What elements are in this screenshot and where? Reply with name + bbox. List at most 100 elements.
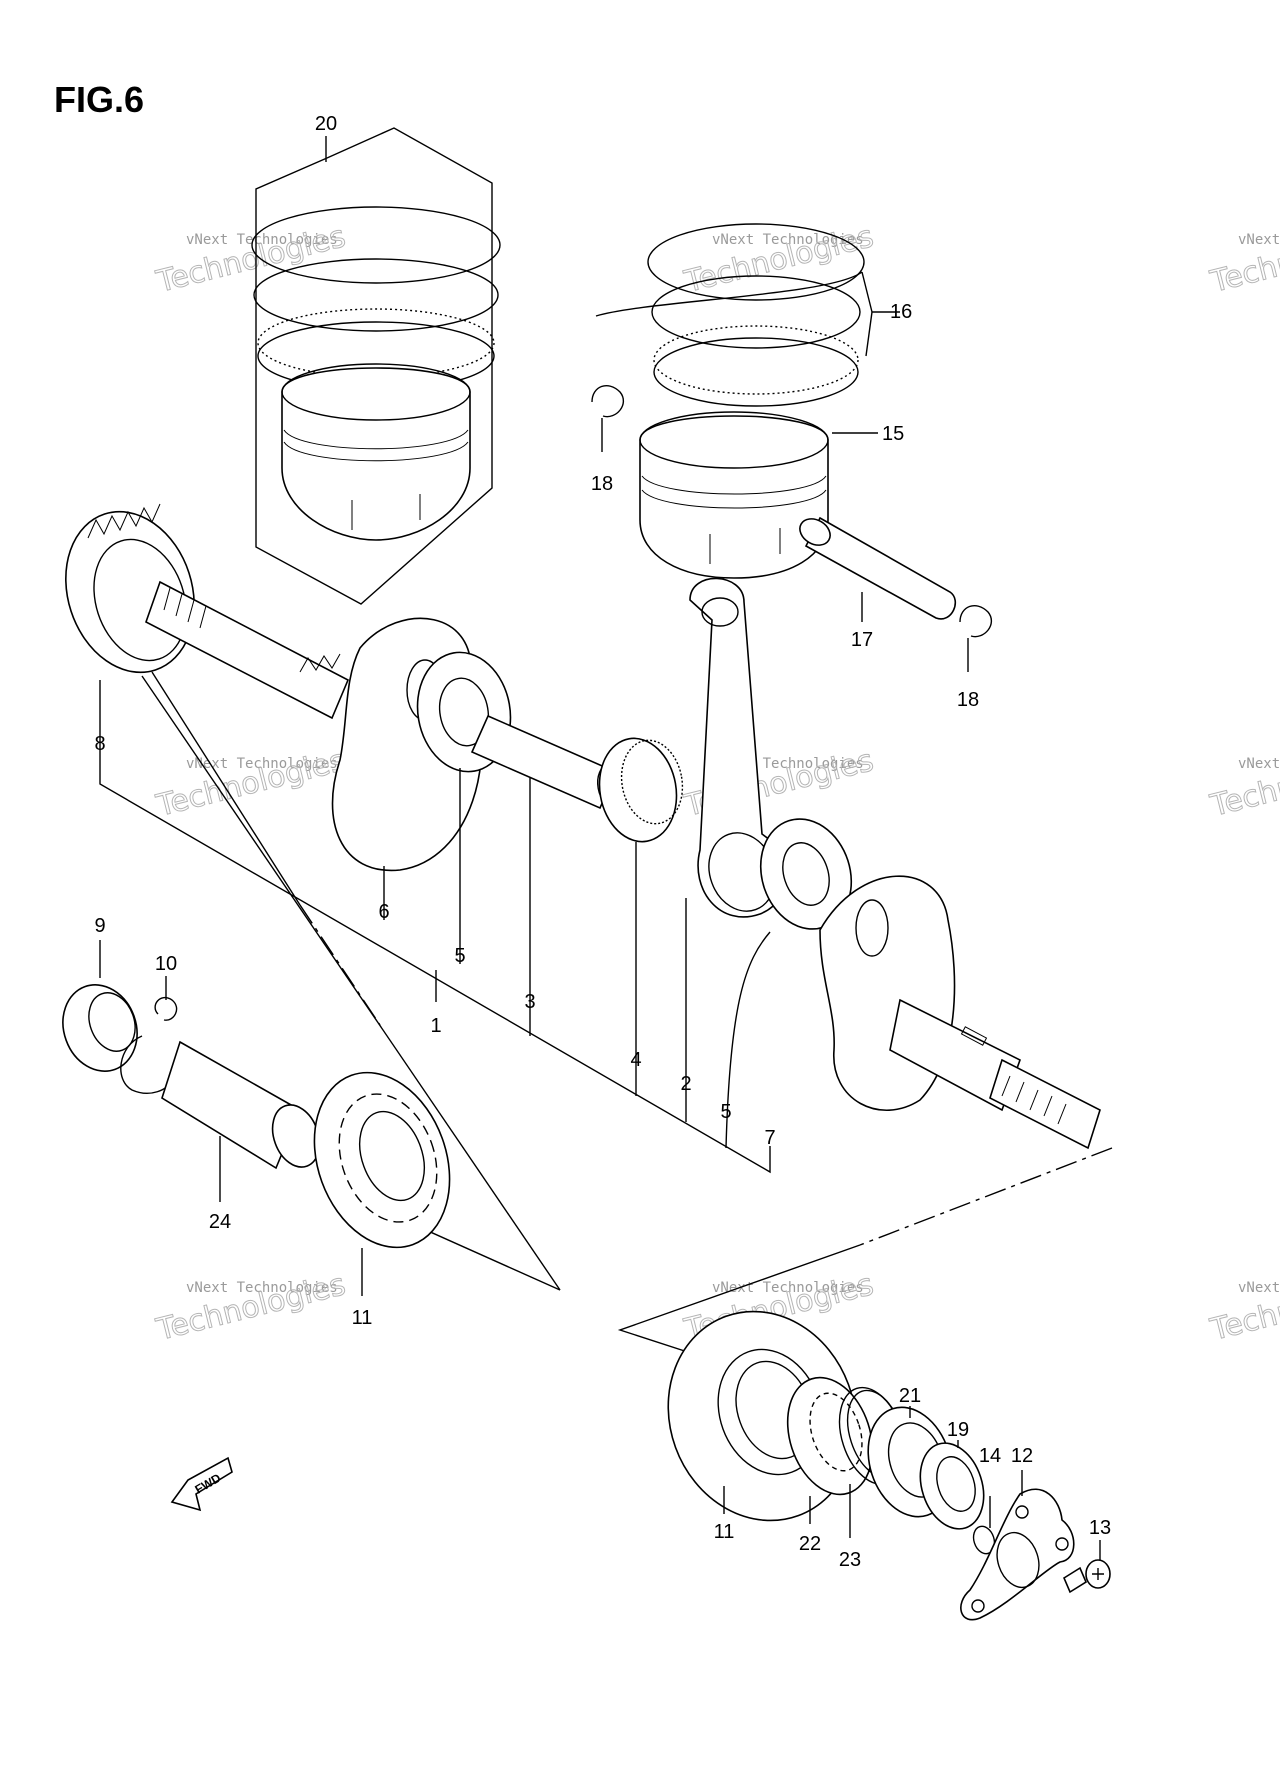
watermark-top-left: vNext Technologies Technologies <box>152 219 349 301</box>
crankshaft-gear-hub <box>93 538 187 662</box>
watermark-small-text: vNext Technologies <box>186 756 338 772</box>
bearing-outer-race <box>62 984 138 1072</box>
piston-crown <box>639 411 829 469</box>
thrust-washer-hole <box>438 677 490 747</box>
part-number-p15: 15 <box>882 423 904 445</box>
crank-web-hole <box>855 899 889 957</box>
piston-crown <box>281 363 471 421</box>
bearing-outer-race <box>313 1071 451 1249</box>
part-number-p9: 9 <box>94 915 105 937</box>
part-number-p2: 2 <box>680 1073 691 1095</box>
connecting-rod-small-end <box>701 597 739 627</box>
thrust-washer-hole <box>782 842 830 906</box>
screw-shank <box>1062 1566 1088 1594</box>
pointer-line-upper <box>151 671 301 906</box>
fwd-marker: FWD <box>170 1456 233 1512</box>
pointer-line-dash-lower <box>859 1147 1113 1246</box>
crankshaft-keyway <box>960 1026 988 1046</box>
part-number-p20: 20 <box>315 113 337 135</box>
arrow-left-down-icon <box>170 1456 233 1512</box>
crankshaft-threads <box>1001 1075 1067 1125</box>
part-number-p11b: 11 <box>714 1521 735 1543</box>
bearing-balls <box>338 1093 438 1223</box>
part-number-p7: 7 <box>764 1127 775 1149</box>
oring-small <box>972 1525 996 1555</box>
watermark-top-center: vNext Technologies Technologies <box>680 219 877 301</box>
bearing-22 <box>786 1376 874 1496</box>
piston-pin-circlip-left <box>591 384 625 418</box>
watermark-small-text: vNext Technologies <box>1238 756 1280 772</box>
crankshaft-left-shaft <box>145 580 350 720</box>
piston-pin-body <box>804 516 956 620</box>
piston-skirt-detail <box>351 494 421 530</box>
piston-skirt-detail <box>709 528 781 564</box>
part-number-p23: 23 <box>839 1549 861 1571</box>
pin-24 <box>161 1040 321 1202</box>
piston-ring-second <box>253 258 499 332</box>
bearing-inner-race <box>359 1110 425 1202</box>
piston-pin-17 <box>799 516 956 622</box>
part-callouts: 1 2 3 4 5 5 6 7 8 9 10 11 11 12 13 14 15… <box>94 113 1111 1571</box>
watermark-low-left: vNext Technologies Technologies <box>152 1267 349 1349</box>
part-number-p1: 1 <box>430 1015 441 1037</box>
part-number-p24: 24 <box>209 1211 231 1233</box>
watermark-mid-right: vNext Technologies Technologies <box>1206 743 1280 825</box>
crankshaft-gear-teeth <box>87 503 161 539</box>
watermark-small-text: vNext Technologies <box>1238 1280 1280 1296</box>
piston-ring-second <box>651 275 861 349</box>
crankshaft-assembly-1 <box>65 503 1101 1150</box>
plate-body <box>960 1488 1075 1621</box>
part-number-p5a: 5 <box>454 945 465 967</box>
part-number-p16: 16 <box>890 301 912 323</box>
watermark-small-text: vNext Technologies <box>712 232 864 248</box>
pointer-line-to-11 <box>141 675 561 1291</box>
piston-set-20 <box>251 127 501 605</box>
plate-hole-right <box>1055 1537 1069 1551</box>
watermark-small-text: vNext Technologies <box>186 232 338 248</box>
bearing-rollers <box>809 1392 863 1472</box>
part-number-p17: 17 <box>851 629 873 651</box>
figure-title: FIG.6 <box>54 79 144 120</box>
part-number-p4: 4 <box>630 1049 641 1071</box>
part-number-p6: 6 <box>378 901 389 923</box>
part-number-p13: 13 <box>1089 1517 1111 1539</box>
bearing-inner-race <box>88 992 136 1052</box>
oring-14 <box>972 1525 996 1555</box>
watermark-low-right: vNext Technologies Technologies <box>1206 1267 1280 1349</box>
screw-cross-slot <box>1092 1568 1104 1580</box>
part-number-p11a: 11 <box>352 1307 373 1329</box>
pointer-line-lower <box>617 1244 861 1357</box>
screw-13 <box>1062 1559 1111 1594</box>
crankshaft-right-taper <box>989 1058 1101 1150</box>
part-number-p19: 19 <box>947 1419 969 1441</box>
part-number-p3: 3 <box>524 991 535 1013</box>
watermark-mid-left: vNext Technologies Technologies <box>152 743 349 825</box>
ball-bearing-11a <box>313 1071 451 1249</box>
assembly-bracket-1 <box>99 680 771 1174</box>
watermark-small-text: vNext Technologies <box>1238 232 1280 248</box>
leader-bracket-16 <box>861 271 900 357</box>
part-number-p21: 21 <box>899 1385 921 1407</box>
watermark-small-text: vNext Technologies <box>186 1280 338 1296</box>
crankshaft-timing-gear <box>299 653 341 673</box>
piston-set-boundary <box>255 127 493 605</box>
plate-hole-top <box>1015 1505 1029 1519</box>
piston-body <box>281 367 471 541</box>
bearing-outer-race <box>786 1376 874 1496</box>
plate-center-hole <box>996 1531 1040 1589</box>
crankshaft-splines <box>163 587 207 629</box>
part-number-p5b: 5 <box>720 1101 731 1123</box>
piston-ring-top <box>251 206 501 284</box>
piston-pin-end <box>799 518 831 546</box>
pin-body <box>161 1040 302 1170</box>
needle-bearing-rollers <box>620 739 684 825</box>
part-number-p12: 12 <box>1011 1445 1033 1467</box>
needle-bearing-4 <box>598 737 678 843</box>
part-number-p10: 10 <box>155 953 177 975</box>
part-number-p14: 14 <box>979 1445 1001 1467</box>
piston-oil-ring-expander <box>257 308 495 378</box>
part-number-p8: 8 <box>94 733 105 755</box>
part-number-p18b: 18 <box>957 689 979 711</box>
leader-line-16 <box>595 271 863 317</box>
spacer-outer <box>919 1442 985 1530</box>
